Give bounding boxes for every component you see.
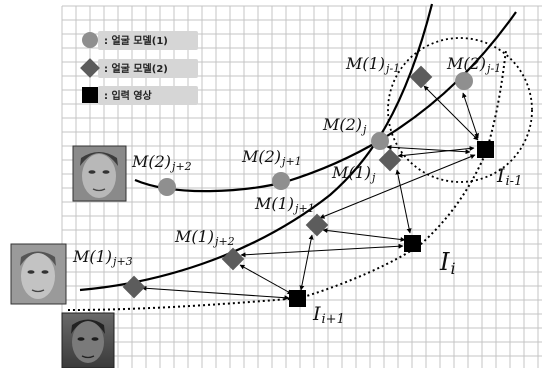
model-1-node-j+2 <box>221 247 245 271</box>
label-input-i-plus-1: Ii+1 <box>312 303 345 327</box>
input-node-i <box>404 235 421 252</box>
face-photo-model-2 <box>72 145 127 202</box>
model-2-node-j-1 <box>455 72 473 90</box>
label-m1-j-plus-2: M(1)j+2 <box>174 227 235 248</box>
face-photo-input <box>61 312 115 368</box>
legend-label-face-model-2: : 얼굴 모델(2) <box>104 62 168 75</box>
legend: : 얼굴 모델(1) : 얼굴 모델(2) : 입력 영상 <box>80 31 198 105</box>
model-2-node-j <box>371 132 389 150</box>
legend-label-input-image: : 입력 영상 <box>104 89 153 102</box>
model-2-node-j+1 <box>272 172 290 190</box>
model-1-node-j+1 <box>305 213 329 237</box>
label-m2-j-minus-1: M(2)j-1 <box>446 54 501 75</box>
label-m1-j-plus-1: M(1)j+1 <box>254 194 315 215</box>
input-node-i-1 <box>477 141 494 158</box>
model-1-node-j+3 <box>122 275 146 299</box>
label-input-i: Ii <box>439 248 456 278</box>
legend-diamond-icon <box>80 58 100 78</box>
neighborhood-dashed-circle <box>387 37 533 183</box>
legend-label-face-model-1: : 얼굴 모델(1) <box>104 34 168 47</box>
input-node-i+1 <box>289 290 306 307</box>
label-m2-j-plus-2: M(2)j+2 <box>131 152 192 173</box>
manifold-curve-model-2 <box>134 11 517 193</box>
label-m2-j: M(2)j <box>322 115 367 136</box>
label-m2-j-plus-1: M(2)j+1 <box>241 147 302 168</box>
label-input-i-minus-1: Ii-1 <box>496 165 522 189</box>
label-m1-j-plus-3: M(1)j+3 <box>72 247 133 268</box>
legend-circle-icon <box>82 32 98 48</box>
label-m1-j-minus-1: M(1)j-1 <box>345 54 400 75</box>
face-photo-model-1 <box>10 243 67 305</box>
legend-square-icon <box>82 87 98 103</box>
label-m1-j: M(1)j <box>331 163 376 184</box>
correspondence-arrows <box>141 85 479 301</box>
model-2-node-j+2 <box>158 178 176 196</box>
model-1-node-j-1 <box>409 65 433 89</box>
